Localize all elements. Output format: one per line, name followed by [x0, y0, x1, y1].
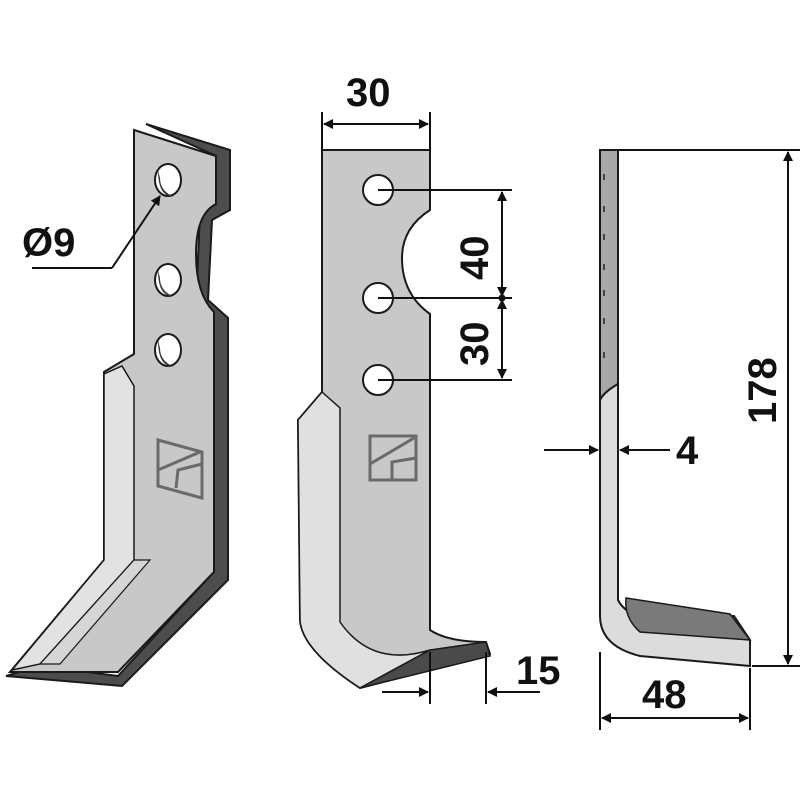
blade-cutting-edge: [38, 559, 152, 665]
dim-foot-length: 48: [599, 652, 751, 730]
dim-hole-spacing: 40 30: [378, 189, 512, 381]
dim-foot-length-label: 48: [642, 673, 687, 717]
dim-blade-width-label: 30: [346, 71, 391, 115]
side-blade-upper-edge: [599, 149, 619, 401]
dim-tip-offset: 15: [382, 649, 561, 704]
manufacturer-logo: [156, 438, 204, 500]
side-view: 178 4 48: [544, 149, 800, 730]
dim-hole-diameter-label: Ø9: [22, 221, 75, 265]
dim-blade-width: 30: [321, 71, 431, 150]
dim-thickness: 4: [544, 429, 699, 473]
perspective-view: Ø9: [5, 123, 231, 688]
blade-bevel: [10, 365, 135, 672]
dim-overall-height-label: 178: [741, 357, 785, 424]
dim-hole-diameter: Ø9: [22, 195, 161, 269]
dim-overall-height: 178: [618, 149, 800, 667]
front-view: 30 40 30 15: [296, 71, 561, 704]
dim-thickness-label: 4: [676, 429, 699, 473]
mounting-holes: [154, 163, 182, 367]
front-blade-tip: [359, 641, 491, 689]
front-logo: [368, 434, 418, 482]
dim-tip-offset-label: 15: [516, 649, 561, 693]
side-blade-foot-edge: [625, 597, 752, 641]
dim-hole-spacing-lower-label: 30: [453, 322, 497, 367]
dim-hole-spacing-upper-label: 40: [453, 236, 497, 281]
